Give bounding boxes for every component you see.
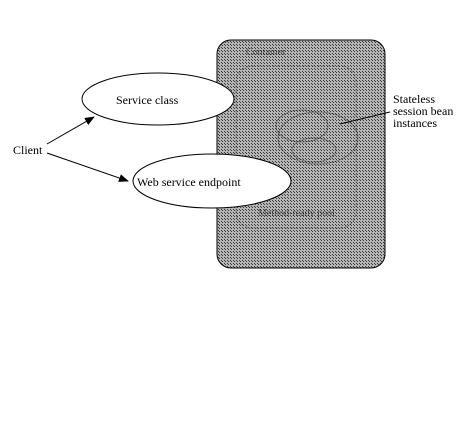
stateless-label-line-1: Stateless	[393, 92, 435, 106]
container-label: Container	[246, 47, 286, 58]
client-label: Client	[13, 143, 43, 157]
service-class-label: Service class	[116, 93, 179, 107]
stateless-label: Stateless session bean instances	[393, 92, 456, 130]
client-to-endpoint-arrow	[46, 152, 129, 182]
client-to-service-class-arrow	[46, 116, 95, 145]
service-class-ellipse	[81, 72, 235, 126]
container-box	[216, 39, 386, 269]
pool-outline	[235, 65, 357, 229]
web-service-endpoint-ellipse	[132, 153, 292, 209]
web-service-endpoint-label: Web service endpoint	[137, 175, 241, 189]
stateless-label-line-3: instances	[393, 116, 437, 130]
stateless-label-line-2: session bean	[393, 104, 453, 118]
bean-instances	[275, 109, 359, 165]
pool-label: Method-ready pool	[258, 208, 335, 219]
stateless-leader-line	[339, 111, 391, 125]
